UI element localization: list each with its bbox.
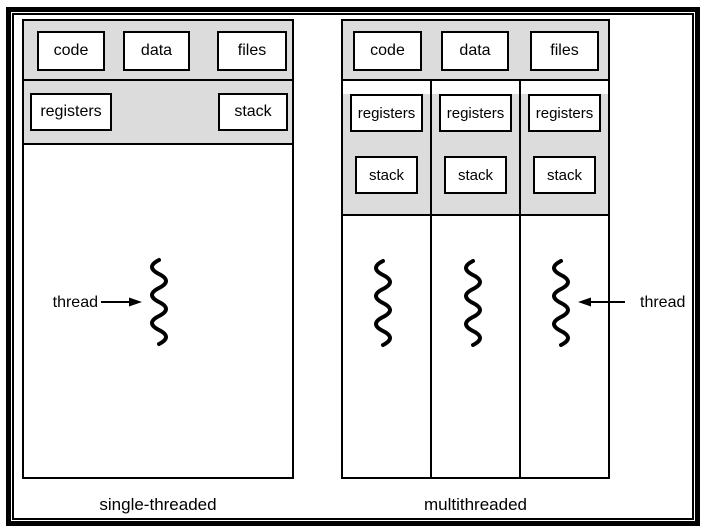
- thread-squiggle-icon: [552, 259, 570, 347]
- registers-label: registers: [40, 103, 102, 120]
- thread-columns: registers stack registers stack: [343, 81, 608, 477]
- code-box: code: [353, 31, 422, 71]
- files-box: files: [530, 31, 599, 71]
- registers-box: registers: [350, 94, 423, 132]
- stack-box: stack: [533, 156, 596, 194]
- inner-frame: [12, 13, 694, 520]
- data-box: data: [441, 31, 509, 71]
- data-box: data: [123, 31, 190, 71]
- thread-squiggle-icon: [374, 259, 392, 347]
- thread-column: registers stack: [519, 81, 608, 477]
- thread-label: thread: [52, 294, 98, 311]
- resource-row: code data files: [343, 21, 608, 81]
- registers-label: registers: [357, 104, 416, 122]
- thread-column: registers stack: [430, 81, 519, 477]
- thread-register-stack-section: registers stack: [432, 94, 519, 216]
- files-label: files: [550, 42, 579, 59]
- files-box: files: [217, 31, 287, 71]
- registers-label: registers: [446, 104, 505, 122]
- registers-box: registers: [439, 94, 512, 132]
- registers-box: registers: [30, 93, 112, 131]
- data-label: data: [140, 42, 173, 59]
- registers-label: registers: [535, 104, 594, 122]
- thread-squiggle-icon: [150, 258, 168, 346]
- stack-box: stack: [355, 156, 418, 194]
- register-stack-row: registers stack: [24, 81, 292, 145]
- thread-arrow-left-icon: [578, 297, 625, 307]
- files-label: files: [237, 42, 267, 59]
- thread-squiggle-icon: [464, 259, 482, 347]
- thread-register-stack-section: registers stack: [521, 94, 608, 216]
- thread-label: thread: [640, 294, 686, 311]
- registers-box: registers: [528, 94, 601, 132]
- multithreaded-process-box: code data files registers stack: [341, 19, 610, 479]
- stack-box: stack: [218, 93, 288, 131]
- stack-label: stack: [457, 166, 493, 184]
- resource-row: code data files: [24, 21, 292, 81]
- stack-box: stack: [444, 156, 507, 194]
- stack-label: stack: [368, 166, 404, 184]
- outer-frame: [6, 7, 700, 526]
- data-label: data: [459, 42, 491, 59]
- stack-label: stack: [546, 166, 582, 184]
- single-threaded-process-box: code data files registers stack: [22, 19, 294, 479]
- thread-arrow-right-icon: [101, 297, 142, 307]
- code-label: code: [370, 42, 405, 59]
- thread-register-stack-section: registers stack: [343, 94, 430, 216]
- code-label: code: [53, 42, 89, 59]
- caption-single-threaded: single-threaded: [99, 495, 217, 514]
- caption-multithreaded: multithreaded: [423, 495, 527, 514]
- code-box: code: [37, 31, 105, 71]
- stack-label: stack: [234, 103, 272, 120]
